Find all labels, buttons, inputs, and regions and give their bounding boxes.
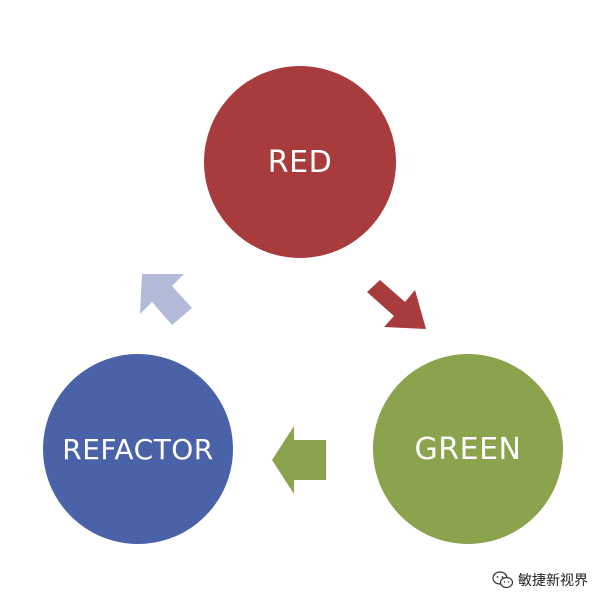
- node-refactor: REFACTOR: [43, 354, 233, 544]
- node-red-label: RED: [267, 144, 333, 180]
- node-green-label: GREEN: [414, 431, 522, 467]
- arrow-refactor-to-red: [140, 274, 192, 325]
- node-refactor-label: REFACTOR: [62, 432, 214, 466]
- arrow-red-to-green: [367, 280, 426, 329]
- watermark-text: 敏捷新视界: [518, 573, 588, 589]
- node-green: GREEN: [373, 354, 563, 544]
- arrow-green-to-refactor: [272, 426, 326, 494]
- node-red: RED: [204, 66, 396, 258]
- wechat-icon: [492, 571, 514, 589]
- watermark: 敏捷新视界: [492, 570, 588, 590]
